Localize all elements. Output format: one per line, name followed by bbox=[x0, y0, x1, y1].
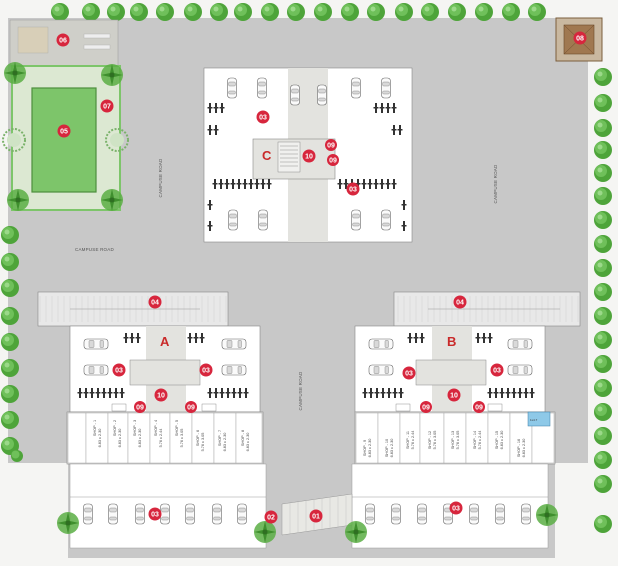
parking-bottom-a bbox=[69, 463, 267, 549]
svg-text:03: 03 bbox=[202, 368, 210, 375]
svg-text:10: 10 bbox=[450, 393, 458, 400]
shop-15-name: SHOP - 15 bbox=[495, 431, 499, 449]
shop-15-size: 6.83 x 2.30 bbox=[500, 431, 504, 450]
svg-text:03: 03 bbox=[349, 187, 357, 194]
shops-row-a: SHOP - 1 6.83 x 2.30 SHOP - 2 6.83 x 2.3… bbox=[66, 403, 264, 465]
svg-text:03: 03 bbox=[151, 512, 159, 519]
building-a: A bbox=[37, 291, 261, 413]
road-label-2: CAMPUSE ROAD bbox=[493, 164, 498, 203]
marker-09-b-left[interactable]: 09 bbox=[420, 401, 432, 413]
marker-09-a-right[interactable]: 09 bbox=[185, 401, 197, 413]
shop-16-size: 6.83 x 2.30 bbox=[522, 439, 526, 458]
marker-04-a[interactable]: 04 bbox=[148, 295, 162, 309]
road-label-3: CAMPUSE ROAD bbox=[75, 247, 114, 252]
marker-03-a-left[interactable]: 03 bbox=[112, 363, 126, 377]
shop-2-size: 6.83 x 2.30 bbox=[118, 429, 122, 448]
shop-13-size: 5.76 x 3.05 bbox=[456, 431, 460, 450]
shop-5-name: SHOP - 5 bbox=[175, 420, 179, 436]
marker-08[interactable]: 08 bbox=[573, 31, 587, 45]
building-b-label: B bbox=[447, 334, 456, 349]
shop-8-name: SHOP - 8 bbox=[241, 430, 245, 446]
svg-text:10: 10 bbox=[157, 393, 165, 400]
shop-13-name: SHOP - 13 bbox=[451, 431, 455, 449]
marker-01[interactable]: 01 bbox=[309, 509, 323, 523]
svg-text:09: 09 bbox=[187, 405, 195, 412]
marker-03-b-right[interactable]: 03 bbox=[490, 363, 504, 377]
building-a-label: A bbox=[160, 334, 170, 349]
svg-text:08: 08 bbox=[576, 36, 584, 43]
shop-16-name: SHOP - 16 bbox=[517, 439, 521, 457]
shop-14-name: SHOP - 14 bbox=[473, 431, 477, 449]
shop-12-size: 5.76 x 3.05 bbox=[433, 431, 437, 450]
marker-05[interactable]: 05 bbox=[57, 124, 71, 138]
marker-10-c[interactable]: 10 bbox=[302, 149, 316, 163]
park-area bbox=[2, 19, 129, 211]
marker-06[interactable]: 06 bbox=[56, 33, 70, 47]
marker-03-parking-a[interactable]: 03 bbox=[148, 507, 162, 521]
shop-1-name: SHOP - 1 bbox=[93, 420, 97, 436]
marker-09-c-top[interactable]: 09 bbox=[325, 139, 337, 151]
road-label-4: CAMPUSE ROAD bbox=[298, 371, 303, 410]
tree-column-left bbox=[1, 226, 19, 455]
marker-03-parking-b[interactable]: 03 bbox=[449, 501, 463, 515]
shop-2-name: SHOP - 2 bbox=[113, 420, 117, 436]
shop-12-name: SHOP - 12 bbox=[428, 431, 432, 449]
shop-5-size: 5.76 x 3.05 bbox=[180, 429, 184, 448]
shop-1-size: 6.83 x 2.30 bbox=[98, 429, 102, 448]
shop-6-size: 5.76 x 3.05 bbox=[201, 433, 205, 452]
svg-text:03: 03 bbox=[452, 506, 460, 513]
shop-3-name: SHOP - 3 bbox=[133, 420, 137, 436]
marker-03-a-right[interactable]: 03 bbox=[199, 363, 213, 377]
shop-6-name: SHOP - 6 bbox=[196, 430, 200, 446]
shop-4-name: SHOP - 4 bbox=[154, 420, 158, 436]
shop-7-size: 6.83 x 2.30 bbox=[223, 433, 227, 452]
svg-text:01: 01 bbox=[312, 514, 320, 521]
svg-text:04: 04 bbox=[456, 300, 464, 307]
marker-02[interactable]: 02 bbox=[264, 510, 278, 524]
marker-04-b[interactable]: 04 bbox=[453, 295, 467, 309]
shop-3-size: 6.83 x 2.30 bbox=[138, 429, 142, 448]
svg-text:03: 03 bbox=[115, 368, 123, 375]
svg-text:06: 06 bbox=[59, 38, 67, 45]
marker-03-c-bottom[interactable]: 03 bbox=[346, 182, 360, 196]
building-c-label: C bbox=[262, 148, 272, 163]
svg-text:03: 03 bbox=[259, 115, 267, 122]
lift-label: 1x4.7 bbox=[530, 418, 538, 422]
road-label-1: CAMPUSE ROAD bbox=[158, 158, 163, 197]
svg-text:05: 05 bbox=[60, 129, 68, 136]
shop-10-name: SHOP - 10 bbox=[385, 439, 389, 457]
marker-03-c-top[interactable]: 03 bbox=[256, 110, 270, 124]
shop-9-name: SHOP - 9 bbox=[363, 440, 367, 456]
marker-10-a[interactable]: 10 bbox=[154, 388, 168, 402]
lawn bbox=[31, 87, 97, 193]
svg-text:09: 09 bbox=[475, 405, 483, 412]
shop-9-size: 6.83 x 2.30 bbox=[368, 439, 372, 458]
svg-text:03: 03 bbox=[493, 368, 501, 375]
building-b: B bbox=[354, 291, 581, 413]
marker-03-b-left[interactable]: 03 bbox=[402, 366, 416, 380]
marker-09-a-left[interactable]: 09 bbox=[134, 401, 146, 413]
svg-text:03: 03 bbox=[405, 371, 413, 378]
shop-11-name: SHOP - 11 bbox=[406, 431, 410, 449]
shop-14-size: 5.76 x 2.44 bbox=[478, 431, 482, 450]
shop-8-size: 6.83 x 2.30 bbox=[246, 433, 250, 452]
svg-text:07: 07 bbox=[103, 104, 111, 111]
marker-10-b[interactable]: 10 bbox=[447, 388, 461, 402]
svg-text:09: 09 bbox=[136, 405, 144, 412]
shop-7-name: SHOP - 7 bbox=[218, 430, 222, 446]
svg-text:02: 02 bbox=[267, 515, 275, 522]
svg-text:09: 09 bbox=[327, 143, 335, 150]
svg-text:09: 09 bbox=[329, 158, 337, 165]
shop-10-size: 6.83 x 2.30 bbox=[390, 439, 394, 458]
svg-text:09: 09 bbox=[422, 405, 430, 412]
shop-4-size: 5.76 x 2.44 bbox=[159, 429, 163, 448]
shops-row-b: SHOP - 9 6.83 x 2.30 SHOP - 10 6.83 x 2.… bbox=[354, 403, 556, 465]
shop-11-size: 5.76 x 2.44 bbox=[411, 431, 415, 450]
marker-07[interactable]: 07 bbox=[100, 99, 114, 113]
svg-text:04: 04 bbox=[151, 300, 159, 307]
marker-09-c-bottom[interactable]: 09 bbox=[327, 154, 339, 166]
svg-text:10: 10 bbox=[305, 154, 313, 161]
marker-09-b-right[interactable]: 09 bbox=[473, 401, 485, 413]
